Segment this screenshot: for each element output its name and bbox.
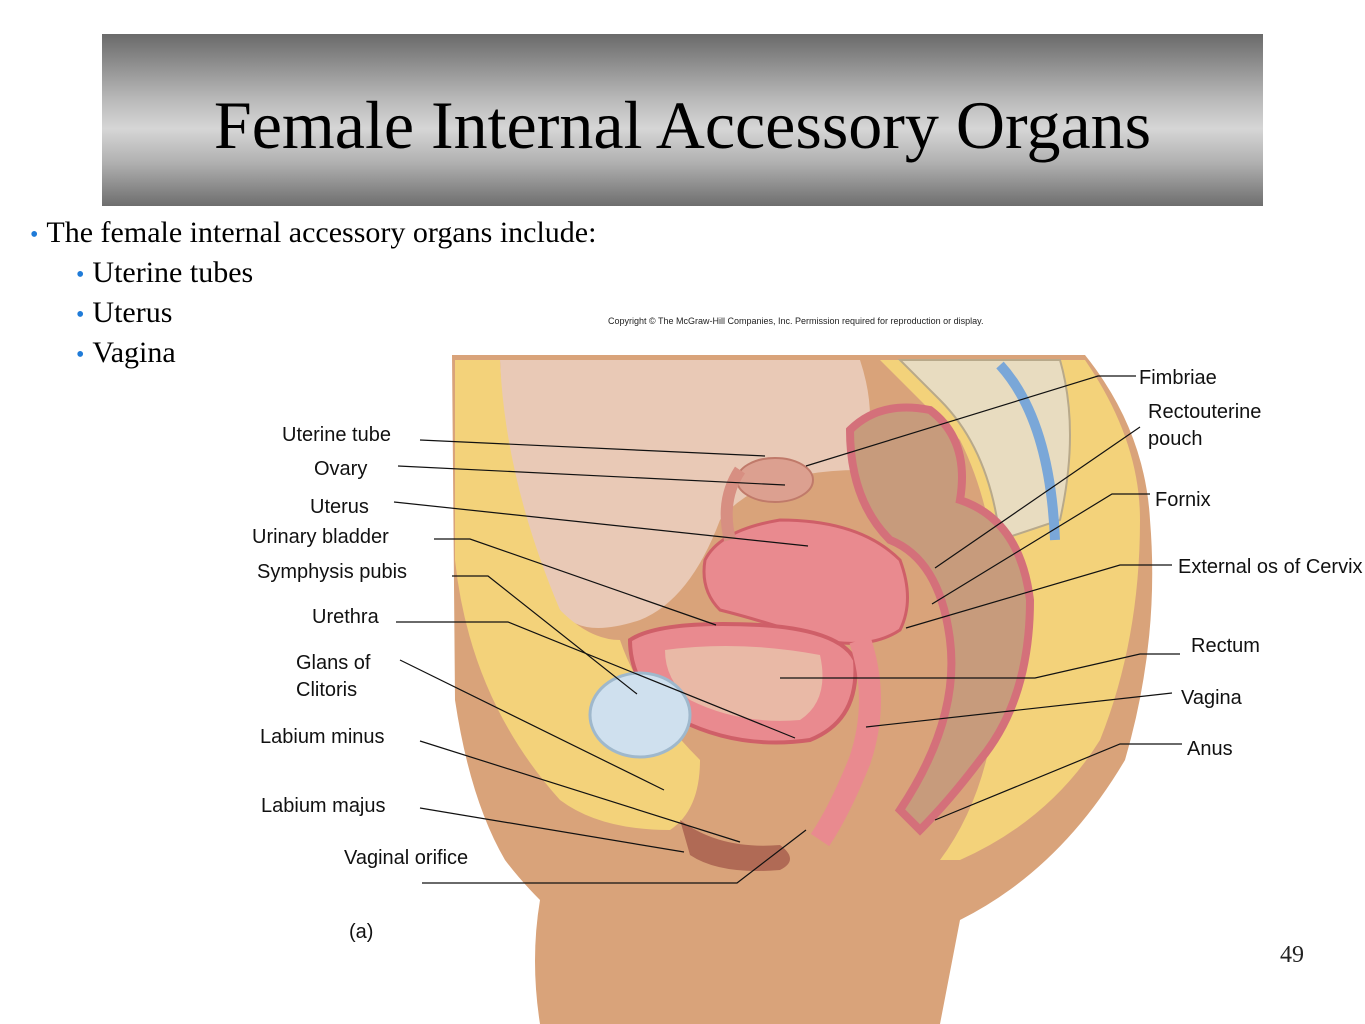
bullet-dot-icon: •	[30, 222, 39, 248]
label-rectum: Rectum	[1191, 635, 1260, 657]
label-vaginal-orifice: Vaginal orifice	[344, 847, 469, 869]
bullet-item: • Vagina	[76, 336, 176, 370]
uterine-tube-shape	[720, 466, 746, 542]
label-glans-line2: Clitoris	[296, 679, 358, 701]
leader-line	[399, 659, 665, 791]
leader-line	[393, 501, 809, 547]
label-ovary: Ovary	[314, 458, 368, 480]
vagina-shape	[810, 636, 881, 847]
label-vagina: Vagina	[1181, 687, 1242, 709]
bullet-dot-icon: •	[76, 302, 85, 328]
label-rectouterine-line1: Rectouterine	[1148, 401, 1262, 423]
bullet-item-text: Uterus	[92, 296, 173, 329]
label-labium-minus: Labium minus	[260, 726, 385, 748]
leader-line	[419, 807, 685, 853]
leader-line	[905, 564, 1172, 629]
leader-line	[434, 538, 717, 626]
bullet-dot-icon: •	[76, 262, 85, 288]
leader-line	[934, 743, 1182, 821]
leader-lines	[393, 375, 1182, 884]
leader-line	[419, 740, 741, 843]
bladder-lumen	[665, 646, 823, 721]
bullet-item-text: Uterine tubes	[92, 256, 254, 289]
label-symphysis-pubis: Symphysis pubis	[257, 561, 408, 583]
abdominal-cavity	[500, 360, 870, 628]
spinal-canal	[996, 361, 1060, 541]
slide-title: Female Internal Accessory Organs	[213, 87, 1152, 163]
leader-line	[931, 493, 1150, 605]
label-urethra: Urethra	[312, 606, 379, 628]
label-rectouterine-line2: pouch	[1148, 428, 1203, 450]
label-glans-line1: Glans of	[296, 652, 371, 674]
leader-line	[419, 439, 766, 457]
bullet-item: • Uterus	[76, 296, 172, 330]
leader-line	[805, 375, 1136, 467]
external-genitalia-shape	[680, 820, 790, 871]
label-panel-a: (a)	[349, 921, 374, 943]
bullet-item-text: Vagina	[92, 336, 176, 369]
label-anus: Anus	[1187, 738, 1233, 760]
label-labium-majus: Labium majus	[261, 795, 386, 817]
bullet-item: • Uterine tubes	[76, 256, 253, 290]
label-external-os: External os of Cervix	[1178, 556, 1363, 578]
bullet-dot-icon: •	[76, 342, 85, 368]
leader-line	[865, 692, 1173, 728]
label-fimbriae: Fimbriae	[1139, 367, 1217, 389]
label-fornix: Fornix	[1155, 489, 1211, 511]
label-uterine-tube: Uterine tube	[282, 424, 391, 446]
label-uterus: Uterus	[310, 496, 369, 518]
title-bar: Female Internal Accessory Organs	[102, 34, 1263, 206]
ovary-shape	[736, 457, 814, 503]
leader-line	[934, 426, 1141, 569]
uterus-shape	[702, 518, 909, 645]
leader-line	[396, 621, 796, 739]
label-urinary-bladder: Urinary bladder	[252, 526, 389, 548]
rectum-shape	[845, 403, 1035, 836]
pubic-symphysis-shape	[588, 671, 692, 759]
leader-line	[780, 653, 1180, 679]
leader-line	[397, 465, 786, 486]
slide-number: 49	[1280, 942, 1304, 968]
leader-line	[422, 829, 807, 884]
bullet-intro-text: The female internal accessory organs inc…	[46, 216, 597, 249]
copyright-notice: Copyright © The McGraw-Hill Companies, I…	[608, 316, 984, 326]
bullet-intro: • The female internal accessory organs in…	[30, 216, 596, 250]
